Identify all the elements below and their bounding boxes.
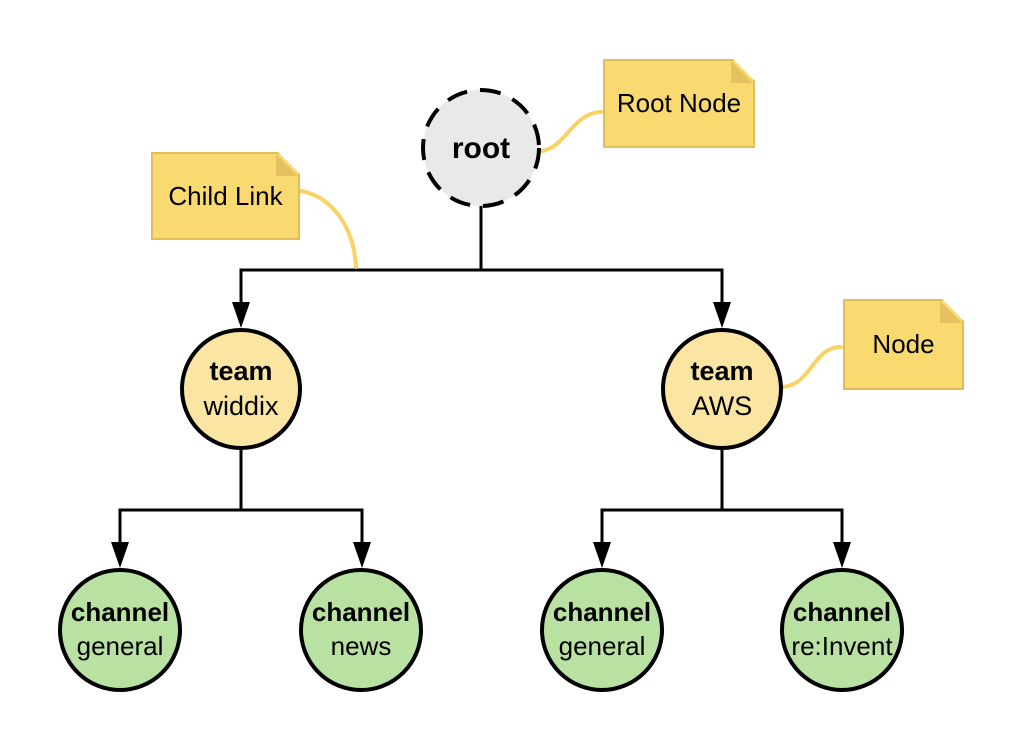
sticky-note-root-node-label: Root Node bbox=[616, 88, 742, 118]
arrowhead-team-aws bbox=[713, 302, 731, 328]
team-widdix-circle bbox=[180, 328, 302, 450]
arrowhead-channel-aws-reinvent bbox=[833, 542, 851, 568]
channel-aws-general-circle bbox=[540, 568, 664, 692]
root-node-circle bbox=[421, 88, 541, 208]
arrowhead-channel-aws-general bbox=[593, 542, 611, 568]
sticky-note-root-node: Root Node bbox=[603, 59, 755, 148]
arrowhead-channel-widdix-news bbox=[353, 542, 371, 568]
channel-widdix-general-circle bbox=[58, 568, 182, 692]
callout-child-link bbox=[299, 189, 358, 269]
sticky-note-node: Node bbox=[843, 299, 964, 390]
callout-node bbox=[781, 345, 843, 389]
arrowhead-channel-widdix-general bbox=[111, 542, 129, 568]
connector-lines bbox=[118, 204, 844, 545]
team-aws-circle bbox=[661, 328, 783, 450]
sticky-note-child-link: Child Link bbox=[151, 152, 300, 240]
arrowhead-team-widdix bbox=[232, 302, 250, 328]
callout-root-node bbox=[539, 110, 603, 153]
sticky-note-child-link-label: Child Link bbox=[168, 180, 283, 211]
sticky-note-node-label: Node bbox=[872, 329, 935, 359]
channel-aws-reinvent-circle bbox=[780, 568, 904, 692]
channel-widdix-news-circle bbox=[299, 568, 423, 692]
arrowheads bbox=[111, 302, 851, 568]
note-callout-curves bbox=[299, 110, 843, 389]
